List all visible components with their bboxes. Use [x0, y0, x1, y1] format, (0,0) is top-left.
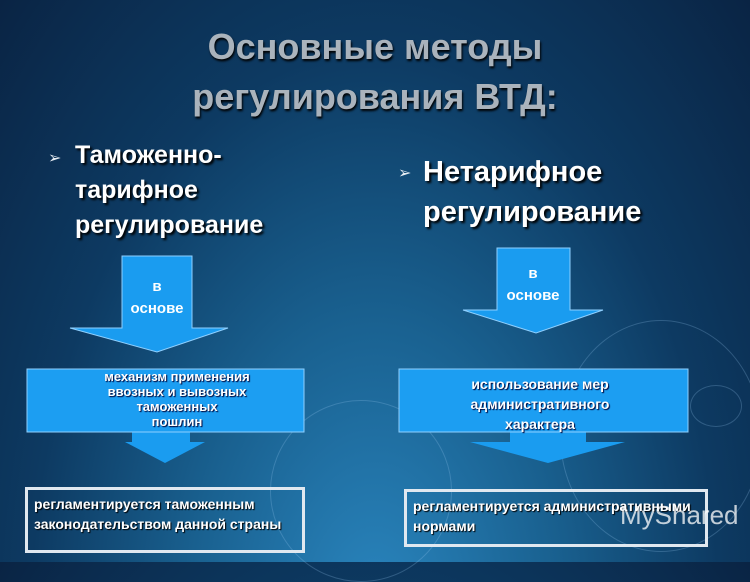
box-text-line: таможенных: [136, 399, 218, 414]
watermark: MyShared: [620, 500, 739, 530]
box-text-line: использование мер: [471, 376, 609, 392]
left-top-arrow: [69, 255, 229, 353]
left-box-text: механизм применения ввозных и вывозных т…: [27, 369, 327, 429]
box-text-line: пошлин: [151, 414, 203, 429]
arrow-text-line: основе: [130, 300, 184, 317]
box-text-line: характера: [505, 416, 575, 432]
left-heading-line: Таможенно-: [75, 141, 222, 169]
title-line-1: Основные методы: [207, 26, 543, 67]
right-bottom-arrow: [470, 430, 625, 463]
slide-title: Основные методы регулирования ВТД:: [0, 22, 750, 122]
right-arrow-text: в основе: [488, 263, 578, 307]
arrows-layer: [26, 247, 689, 463]
right-mechanism-box: [398, 368, 689, 433]
left-heading-line: регулирование: [75, 211, 264, 239]
arrow-text-line: в: [152, 278, 162, 295]
right-result-box: регламентируется административными норма…: [404, 489, 708, 547]
arrow-text-line: в: [528, 265, 538, 282]
arrow-text-line: основе: [506, 287, 560, 304]
box-text-line: ввозных и вывозных: [107, 384, 247, 399]
left-result-box: регламентируется таможенным законодатель…: [25, 487, 305, 553]
left-bottom-arrow: [125, 430, 205, 463]
right-heading: Нетарифное регулирование: [423, 152, 641, 232]
title-line-2: регулирования ВТД:: [192, 76, 558, 117]
right-heading-line: Нетарифное: [423, 156, 603, 188]
left-arrow-text: в основе: [112, 276, 202, 320]
bullet-icon: ➢: [48, 150, 62, 167]
bullet-icon: ➢: [398, 165, 412, 182]
right-box-text: использование мер административного хара…: [410, 374, 670, 434]
left-mechanism-box: [26, 368, 305, 433]
right-heading-line: регулирование: [423, 196, 642, 228]
right-top-arrow: [462, 247, 604, 334]
left-heading-line: тарифное: [75, 176, 198, 204]
left-heading: Таможенно- тарифное регулирование: [75, 138, 263, 243]
box-text-line: административного: [470, 396, 610, 412]
box-text-line: механизм применения: [104, 369, 250, 384]
